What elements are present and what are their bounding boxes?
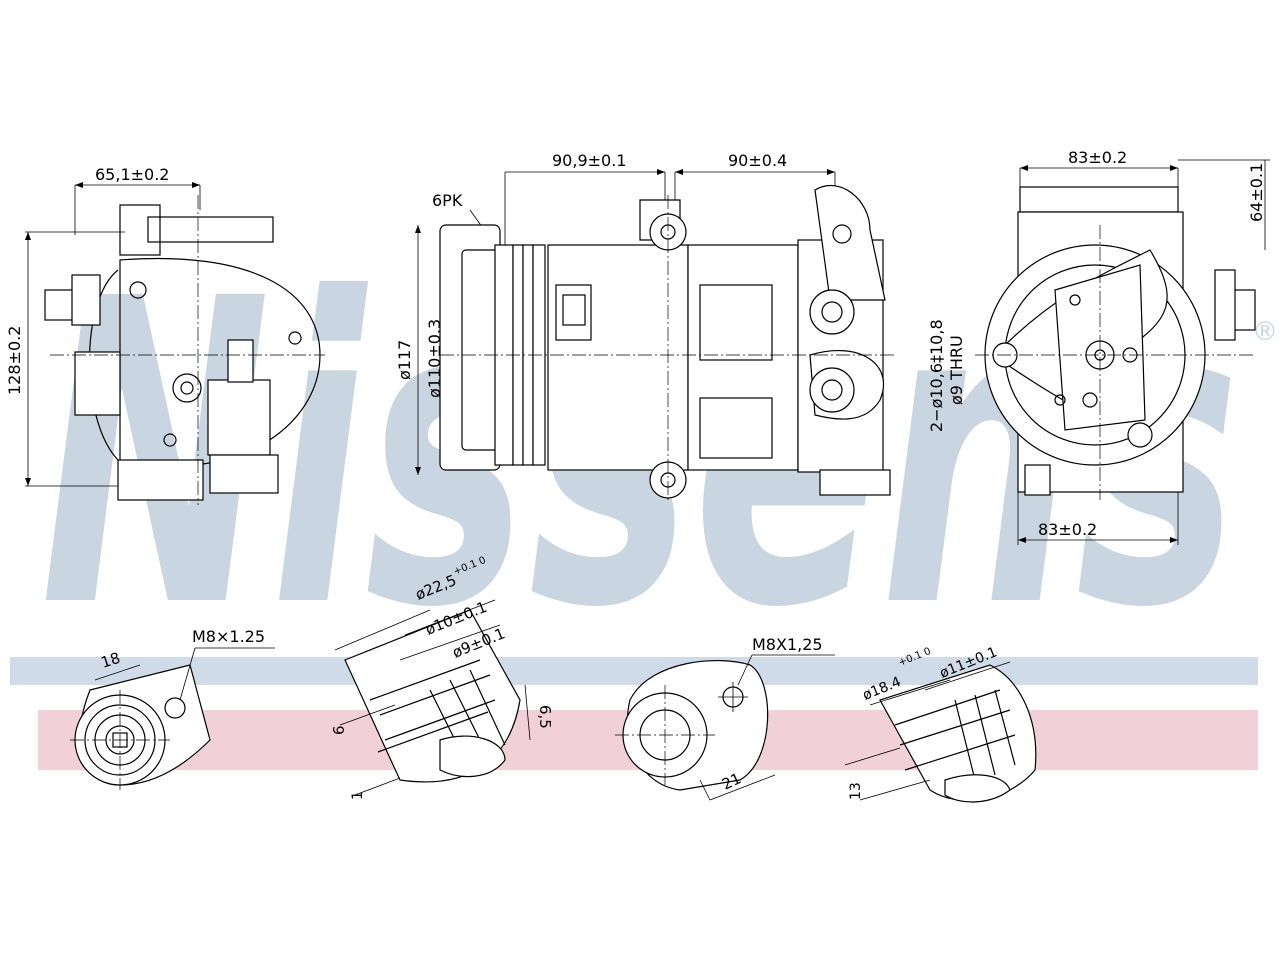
center-front-view: 90,9±0.1 90±0.4 6PK ø117 ø110±0.3: [395, 151, 966, 500]
dim-holes: 2−ø10,6‡10,8: [927, 319, 946, 432]
dim-right-bottom: 83±0.2: [1038, 520, 1097, 539]
watermark-band-blue: [10, 657, 1258, 685]
dim-left-width: 65,1±0.2: [95, 165, 169, 184]
dim-right-top: 83±0.2: [1068, 148, 1127, 167]
dim-pulley-outer: ø117: [395, 340, 414, 380]
detail-port-3: M8X1,25 21: [615, 635, 835, 801]
dim-right-side: 64±0.1: [1247, 163, 1266, 222]
detail-port-4: ø18.4 +0.1 0 ø11±0.1 13: [844, 644, 1037, 803]
detail1-dim-18: 18: [99, 649, 123, 672]
detail2-dim-65: 6,5: [536, 705, 554, 729]
detail-port-2: ø22,5 +0.1 0 ø10±0.1 ø9±0.1 6 6,5 1: [330, 555, 554, 800]
dim-pulley-inner: ø110±0.3: [425, 319, 444, 398]
dim-top-b: 90±0.4: [728, 151, 787, 170]
left-side-view: 65,1±0.2 128±0.2: [5, 165, 325, 505]
dim-holes-thru: ø9 THRU: [947, 335, 966, 405]
detail2-dim-1: 1: [350, 791, 366, 800]
detail3-thread: M8X1,25: [752, 635, 823, 654]
detail2-dim-6: 6: [330, 725, 348, 735]
label-belt: 6PK: [432, 191, 463, 210]
detail1-thread: M8×1.25: [192, 627, 265, 646]
right-rear-view: 83±0.2 64±0.1 83±0.2: [975, 148, 1270, 545]
registered-mark: ®: [1252, 317, 1278, 347]
detail-port-1: 18 M8×1.25: [70, 627, 275, 790]
detail4-dim-13: 13: [848, 782, 864, 800]
dim-left-height: 128±0.2: [5, 326, 24, 395]
dim-top-a: 90,9±0.1: [552, 151, 626, 170]
